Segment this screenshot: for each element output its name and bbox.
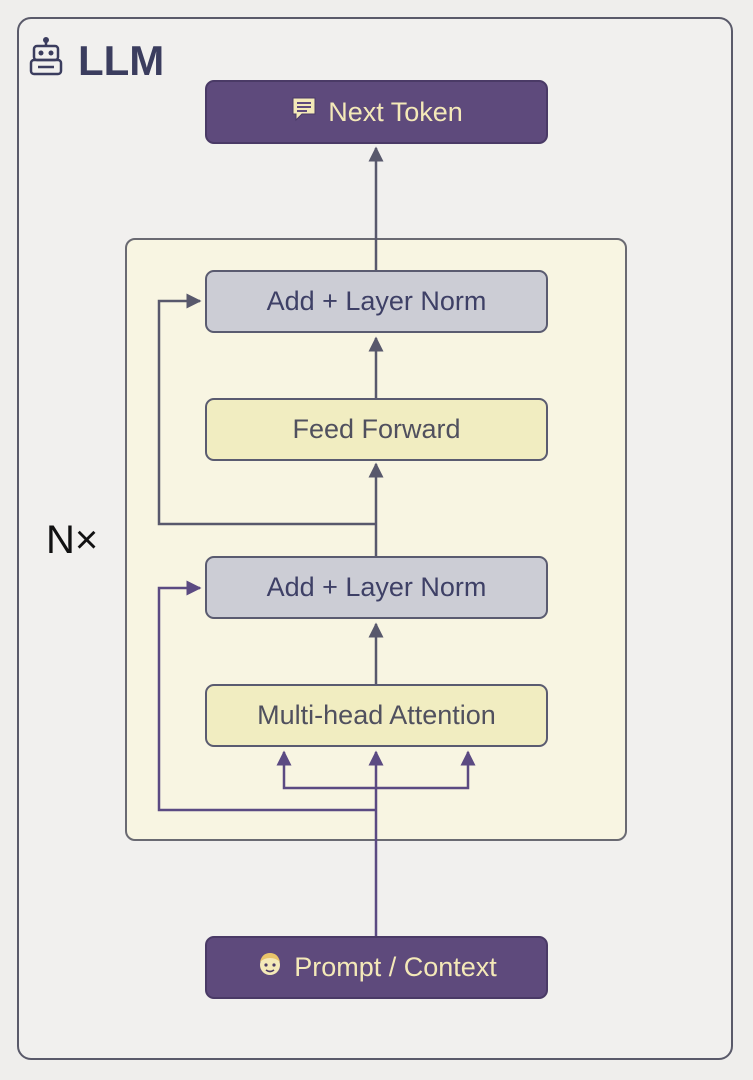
add-layer-norm-top-label: Add + Layer Norm: [266, 286, 487, 316]
attention-split-wire-right: [376, 750, 476, 790]
repeat-label: N×: [46, 518, 99, 562]
multi-head-attention-box: Multi-head Attention: [205, 684, 548, 747]
prompt-context-box: Prompt / Context: [205, 936, 548, 999]
residual-wire-2: [157, 293, 376, 526]
next-token-box: Next Token: [205, 80, 548, 144]
feed-forward-label: Feed Forward: [292, 414, 461, 444]
prompt-context-label: Prompt / Context: [294, 952, 497, 982]
attention-split-wire: [276, 750, 376, 790]
add-layer-norm-bottom-label: Add + Layer Norm: [266, 572, 487, 602]
feed-forward-box: Feed Forward: [205, 398, 548, 461]
add-layer-norm-top: Add + Layer Norm: [205, 270, 548, 333]
residual-wire-1: [157, 580, 376, 812]
add-layer-norm-bottom: Add + Layer Norm: [205, 556, 548, 619]
next-token-label: Next Token: [328, 96, 463, 127]
face-icon: [256, 950, 284, 985]
speech-bubble-icon: [290, 95, 318, 130]
robot-icon: [28, 36, 64, 86]
title-text: LLM: [78, 37, 165, 84]
multi-head-attention-label: Multi-head Attention: [257, 700, 496, 730]
diagram-title: LLM: [28, 36, 165, 86]
